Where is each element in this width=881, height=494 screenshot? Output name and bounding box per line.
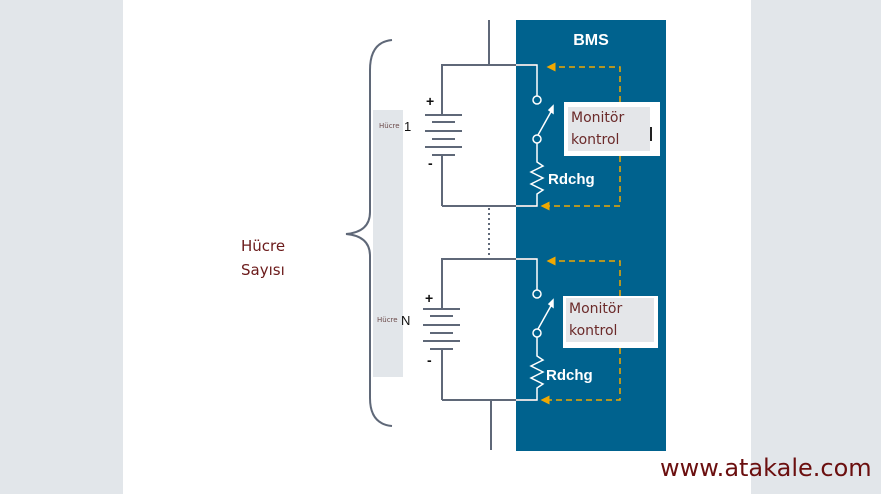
cell1-index: 1 [404,119,412,134]
right-background-panel [751,0,881,494]
cellN-battery-icon [423,290,460,350]
monitor-line2: kontrol [569,323,618,339]
cellN-index: N [401,313,411,328]
monitor-line2: kontrol [571,132,620,148]
bms-title: BMS [573,32,609,49]
cell-count-label: Hücre Sayısı [241,234,285,282]
cell1-battery-icon [425,96,462,156]
watermark: www.atakale.com [660,454,872,482]
cell-label-strip [373,110,403,377]
cell-count-line1: Hücre [241,237,286,255]
cell1-plus-sign: + [426,93,435,109]
cell1-signal-bottom [540,156,621,211]
bms-box [516,20,666,451]
cellN-minus-sign: - [427,352,432,368]
cellN-bleed-switch-icon [516,258,554,401]
cellN-label: Hücre [377,316,398,324]
cell1-monitor-label: Monitör kontrol [568,107,650,151]
cell1-label: Hücre [379,122,400,130]
cell1-wire-top [441,64,537,96]
monitor-line1: Monitör [571,110,625,126]
monitor-line1: Monitör [569,301,623,317]
cell-count-line2: Sayısı [241,261,285,279]
cell1-signal-top [546,62,621,102]
cellN-resistor-label: Rdchg [546,367,593,384]
cellN-signal-bottom [540,348,621,405]
cell1-resistor-label: Rdchg [548,171,595,188]
cell1-minus-sign: - [428,155,433,171]
cellN-plus-sign: + [425,290,434,306]
cellN-monitor-label: Monitör kontrol [566,298,654,342]
cellN-signal-top [546,256,621,296]
cell-count-brace [345,39,393,427]
cell1-monitor-box: Monitör kontrol [564,102,660,156]
cell1-bleed-switch-icon [516,64,554,207]
text-cursor-icon [650,127,652,141]
cellN-monitor-box: Monitör kontrol [563,296,658,348]
cellN-wire-top [441,258,537,290]
left-background-panel [0,0,123,494]
